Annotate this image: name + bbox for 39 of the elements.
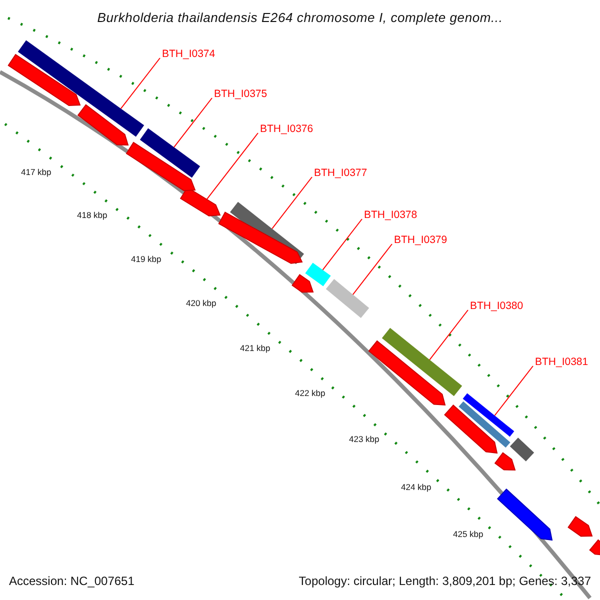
- gene-bar: [8, 54, 81, 106]
- gene-bar: [510, 438, 534, 462]
- scale-label: 419 kbp: [131, 255, 162, 264]
- title: Burkholderia thailandensis E264 chromosome I, complete genom...: [96, 11, 504, 24]
- gene-label: BTH_I0380: [470, 301, 524, 312]
- gene-bar: [140, 128, 200, 178]
- gene-label: BTH_I0379: [394, 235, 448, 246]
- gene-bar: [589, 539, 600, 556]
- gene-bar: [494, 452, 516, 471]
- gene-bar: [568, 516, 593, 537]
- scale-label: 422 kbp: [295, 389, 326, 398]
- gene-label: BTH_I0378: [364, 210, 418, 220]
- scale-label: 423 kbp: [349, 435, 380, 444]
- gene-bar: [382, 328, 462, 396]
- gene-bar: [292, 274, 314, 293]
- gene-label: BTH_I0381: [535, 357, 588, 368]
- gene-bar: [305, 262, 331, 286]
- gene-label: BTH_I0374: [162, 49, 216, 60]
- scale-label: 417 kbp: [21, 168, 52, 176]
- summary-text: Topology: circular; Length: 3,809,201 bp; Genes: 3,337: [298, 575, 591, 587]
- gene-label: BTH_I0377: [314, 168, 368, 178]
- gene-bar: [496, 488, 553, 541]
- gene-label: BTH_I0376: [260, 124, 314, 134]
- scale-label: 420 kbp: [186, 299, 216, 308]
- gene-bar: [77, 104, 129, 146]
- scale-label: 421 kbp: [240, 344, 270, 352]
- gene-bar: [368, 340, 446, 406]
- gene-bar: [218, 212, 303, 264]
- scale-label: 424 kbp: [401, 483, 432, 492]
- accession-text: Accession: NC_007651: [9, 575, 134, 587]
- gene-bar: [462, 393, 514, 437]
- gene-bar: [18, 40, 144, 137]
- gene-bar: [444, 404, 498, 454]
- gene-bar: [326, 279, 370, 318]
- gene-bar: [458, 401, 510, 448]
- scale-label: 425 kbp: [453, 530, 484, 538]
- gene-bar: [126, 142, 196, 192]
- scale-label: 418 kbp: [77, 211, 108, 220]
- gene-label: BTH_I0375: [214, 89, 268, 100]
